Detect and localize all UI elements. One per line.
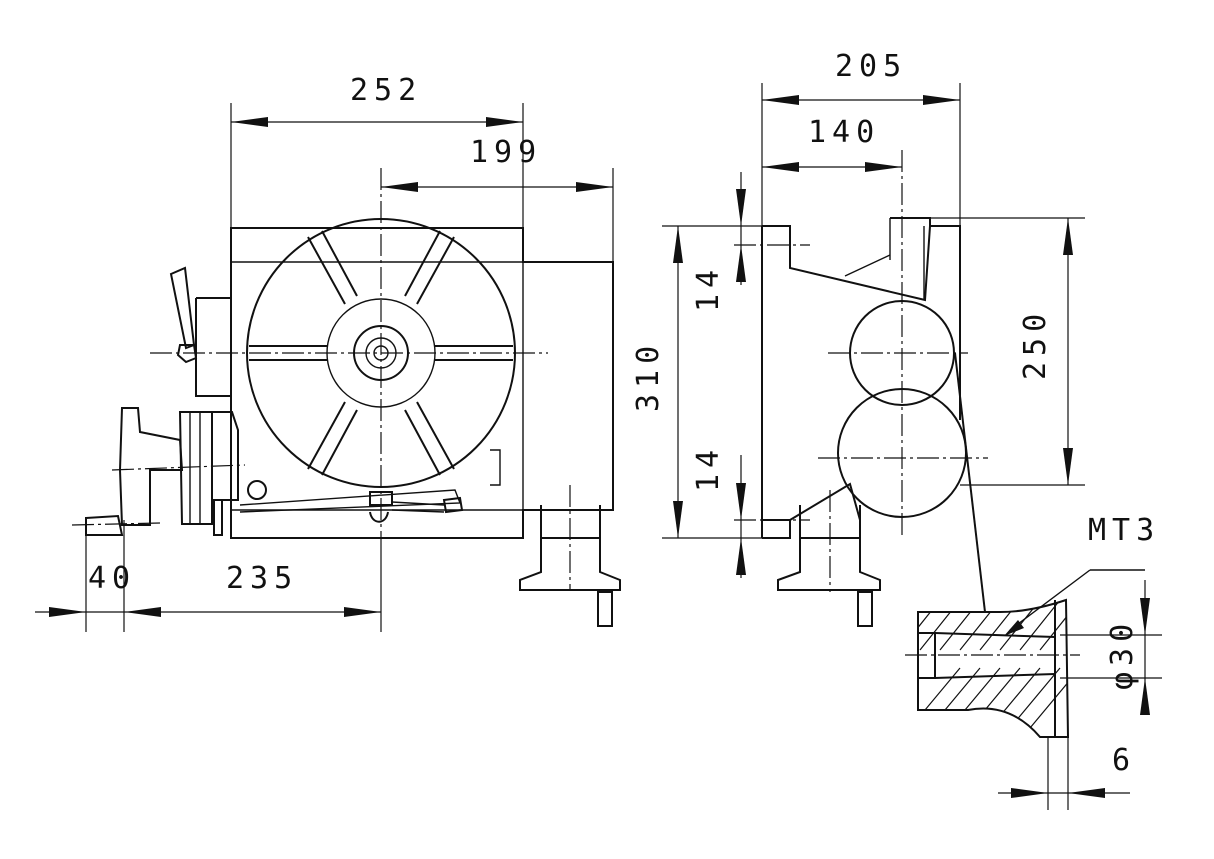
- side-view: [734, 150, 988, 627]
- dim-205: 205: [835, 49, 907, 84]
- dim-40: 40: [88, 561, 136, 596]
- dimension-labels: 252 199 205 140 14 14 310 250 40 235 φ30…: [88, 49, 1160, 778]
- lever-handle: [169, 266, 198, 364]
- dim-252: 252: [350, 73, 422, 108]
- front-view: [71, 168, 621, 627]
- dim-14-bottom: 14: [691, 444, 726, 492]
- dimension-lines: [35, 83, 1162, 810]
- callout-mt3: MT3: [1088, 513, 1160, 548]
- dim-235: 235: [226, 561, 298, 596]
- dim-250: 250: [1018, 308, 1053, 380]
- t-slots: [249, 230, 513, 476]
- dim-199: 199: [470, 135, 542, 170]
- dim-phi30: φ30: [1105, 618, 1140, 690]
- dim-310: 310: [631, 340, 666, 412]
- dim-140: 140: [808, 115, 880, 150]
- dim-6: 6: [1112, 743, 1136, 778]
- dim-14-top: 14: [691, 264, 726, 312]
